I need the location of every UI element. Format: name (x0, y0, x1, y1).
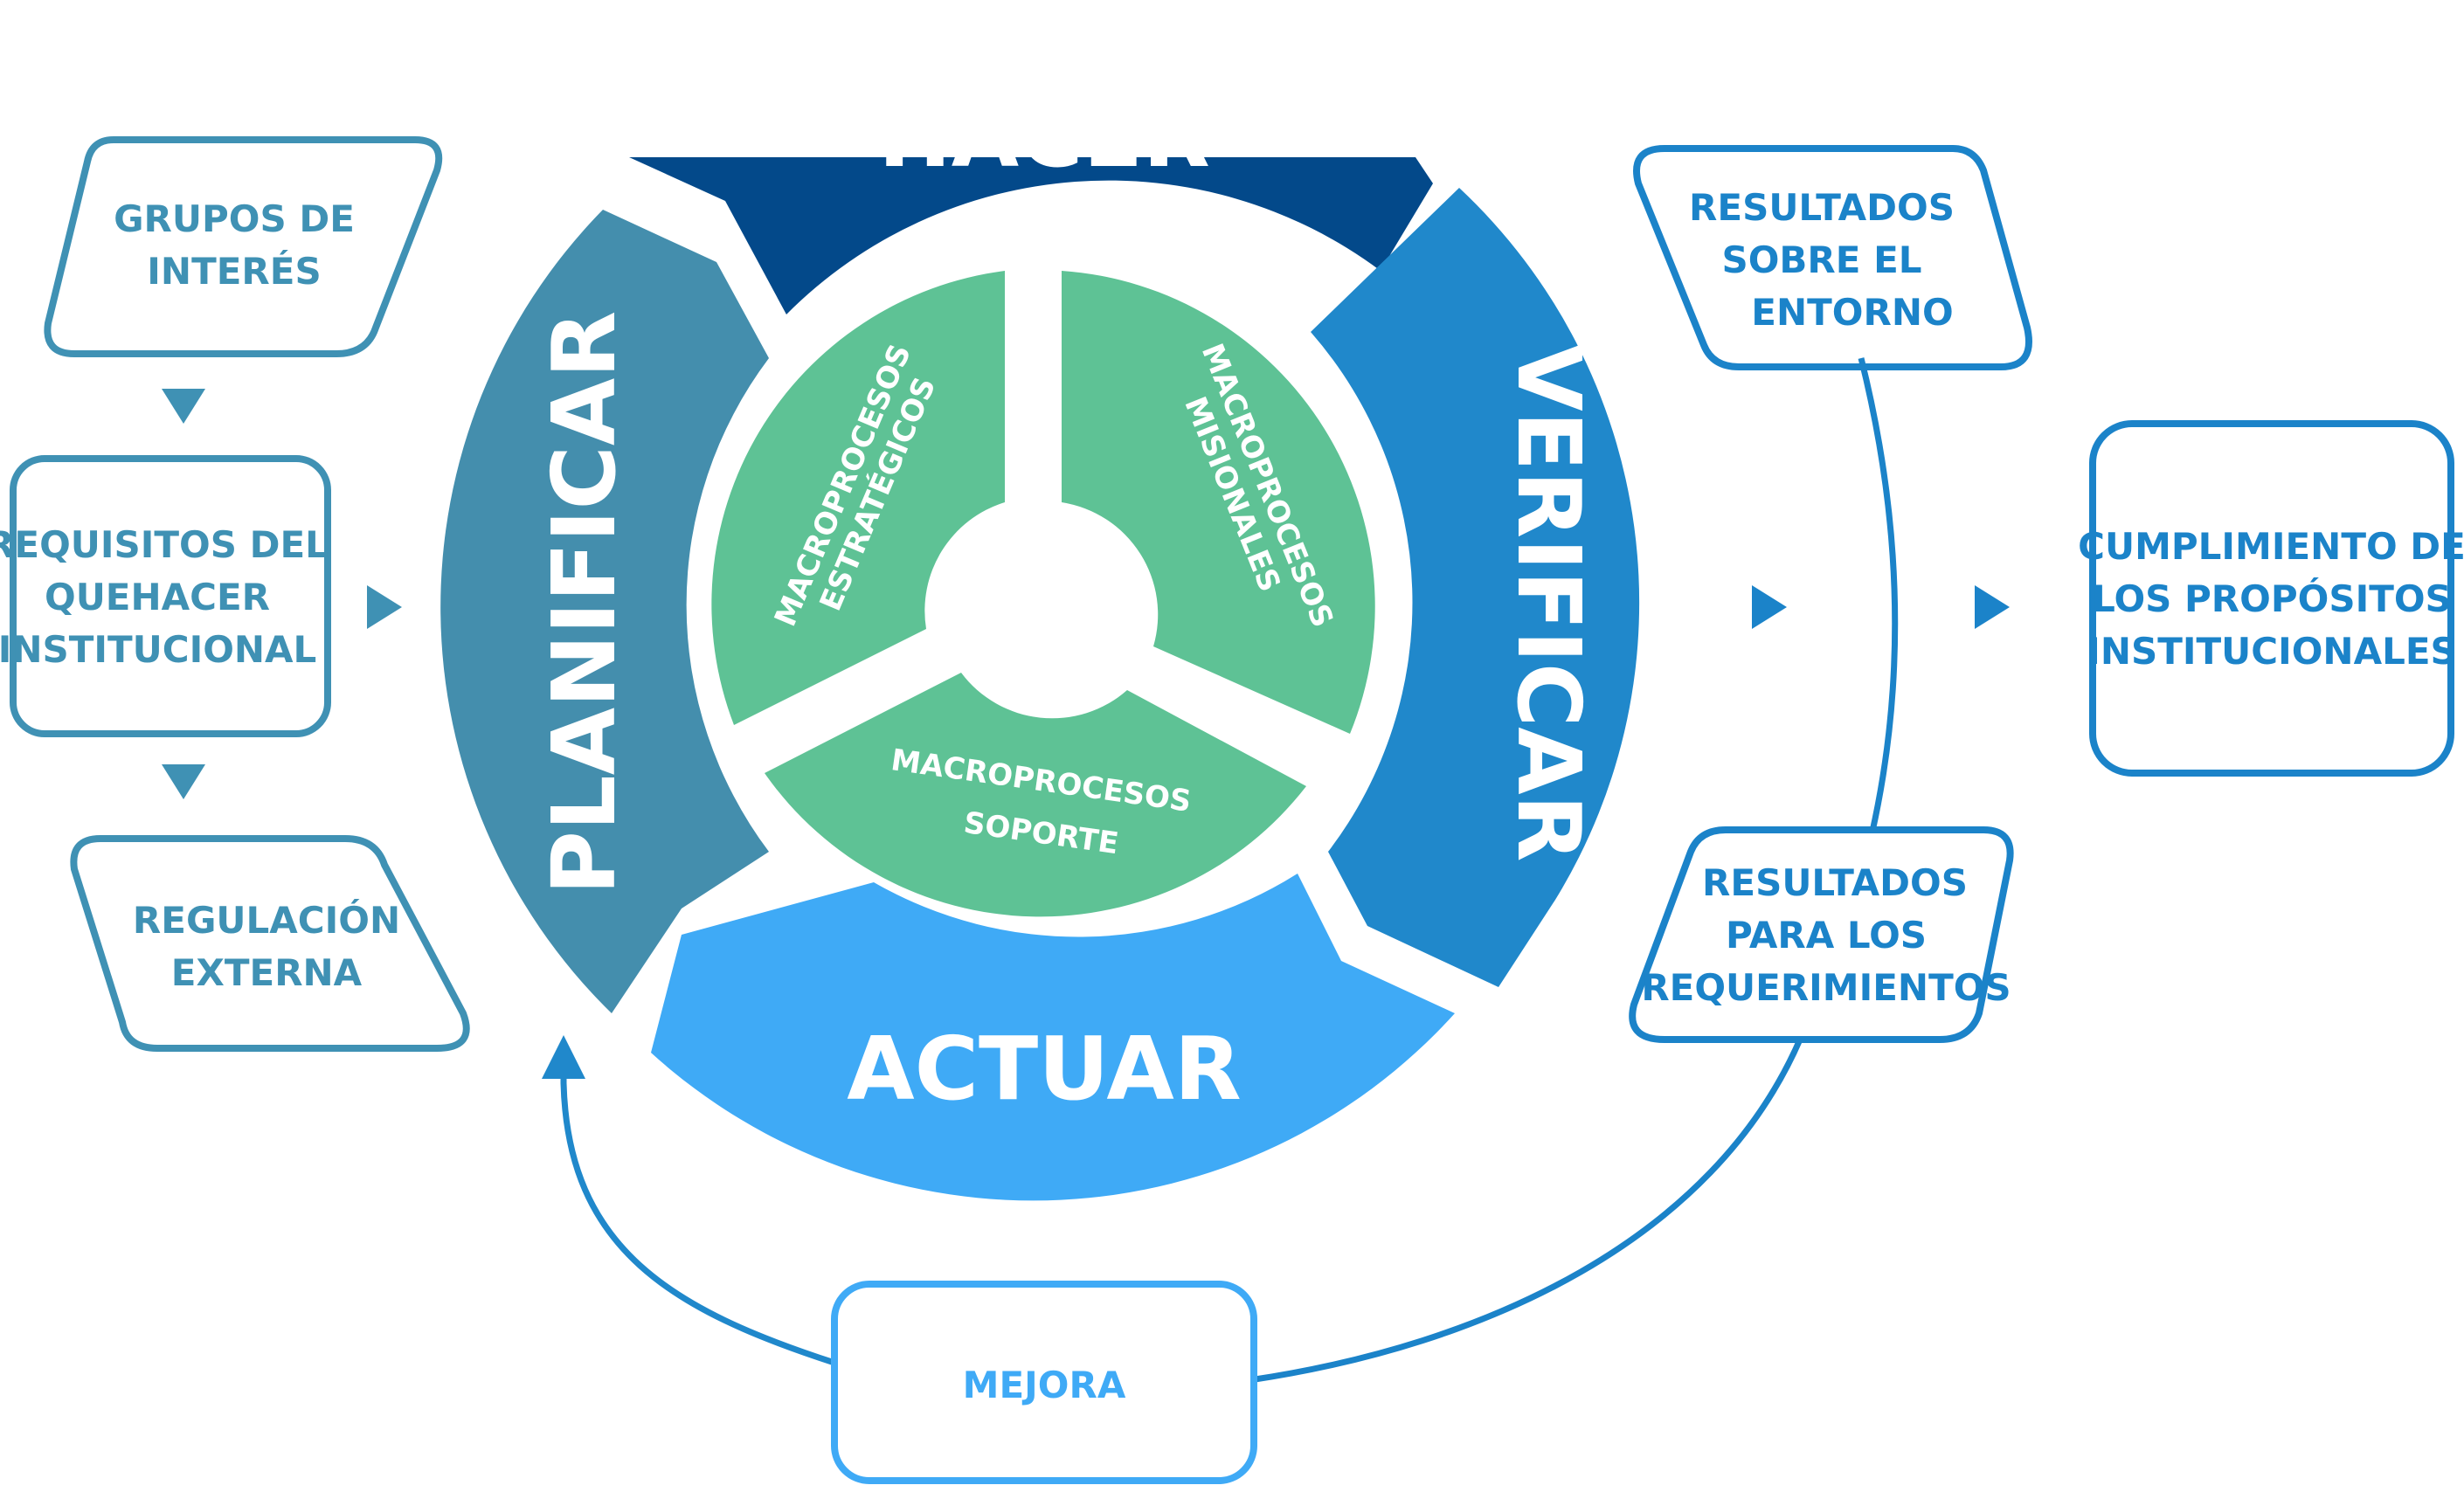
entorno-line3: ENTORNO (1751, 291, 1953, 334)
verificar-label: VERIFICAR (1498, 343, 1600, 861)
hacer-segment (629, 157, 1433, 314)
entorno-line1: RESULTADOS (1689, 186, 1955, 229)
cumplimiento-line1: CUMPLIMIENTO DE (2078, 525, 2464, 568)
requisitos-box (10, 455, 331, 737)
macroprocesos-misionales-sector (1062, 271, 1375, 734)
resultados-entorno-box (1633, 145, 2032, 370)
macroprocesos-soporte-sector (765, 673, 1306, 917)
actuar-segment (651, 874, 1455, 1201)
mejora-to-planificar-line (560, 1074, 836, 1366)
requerimientos-line2: PARA LOS (1726, 914, 1927, 957)
planificar-label: PLANIFICAR (533, 311, 635, 895)
down-arrow-1-icon (162, 389, 205, 424)
entorno-line2: SOBRE EL (1721, 238, 1921, 281)
requerimientos-line3: REQUERIMIENTOS (1641, 966, 2011, 1009)
requerimientos-line1: RESULTADOS (1702, 861, 1968, 904)
regulacion-line2: EXTERNA (171, 951, 363, 994)
grupos-interes-box (44, 136, 443, 357)
requisitos-line2: QUEHACER (45, 576, 270, 618)
requisitos-line3: INSTITUCIONAL (0, 628, 316, 671)
planificar-segment (440, 210, 769, 1013)
right-arrow-input-icon (367, 585, 402, 629)
down-arrow-2-icon (162, 764, 205, 799)
verificar-segment (1311, 188, 1640, 987)
cumplimiento-line2: LOS PROPÓSITOS (2092, 577, 2452, 620)
right-arrow-output-2-icon (1975, 585, 2010, 629)
mejora-label: MEJORA (963, 1364, 1126, 1406)
requisitos-line1: REQUISITOS DEL (0, 523, 329, 566)
right-arrow-output-1-icon (1752, 585, 1787, 629)
regulacion-externa-box (70, 835, 470, 1052)
regulacion-line1: REGULACIÓN (133, 898, 400, 942)
mejora-box (831, 1281, 1257, 1484)
grupos-interes-line2: INTERÉS (147, 249, 321, 293)
grupos-interes-line1: GRUPOS DE (114, 197, 355, 240)
cumplimiento-line3: INSTITUCIONALES (2087, 630, 2457, 673)
macroprocesos-estrategicos-sector (711, 271, 1005, 725)
planificar-arrow-icon (542, 1035, 585, 1079)
hacer-label: HACER (878, 85, 1210, 187)
cumplimiento-box (2089, 420, 2454, 777)
resultados-requerimientos-box (1629, 826, 2014, 1043)
actuar-label: ACTUAR (847, 1018, 1242, 1120)
